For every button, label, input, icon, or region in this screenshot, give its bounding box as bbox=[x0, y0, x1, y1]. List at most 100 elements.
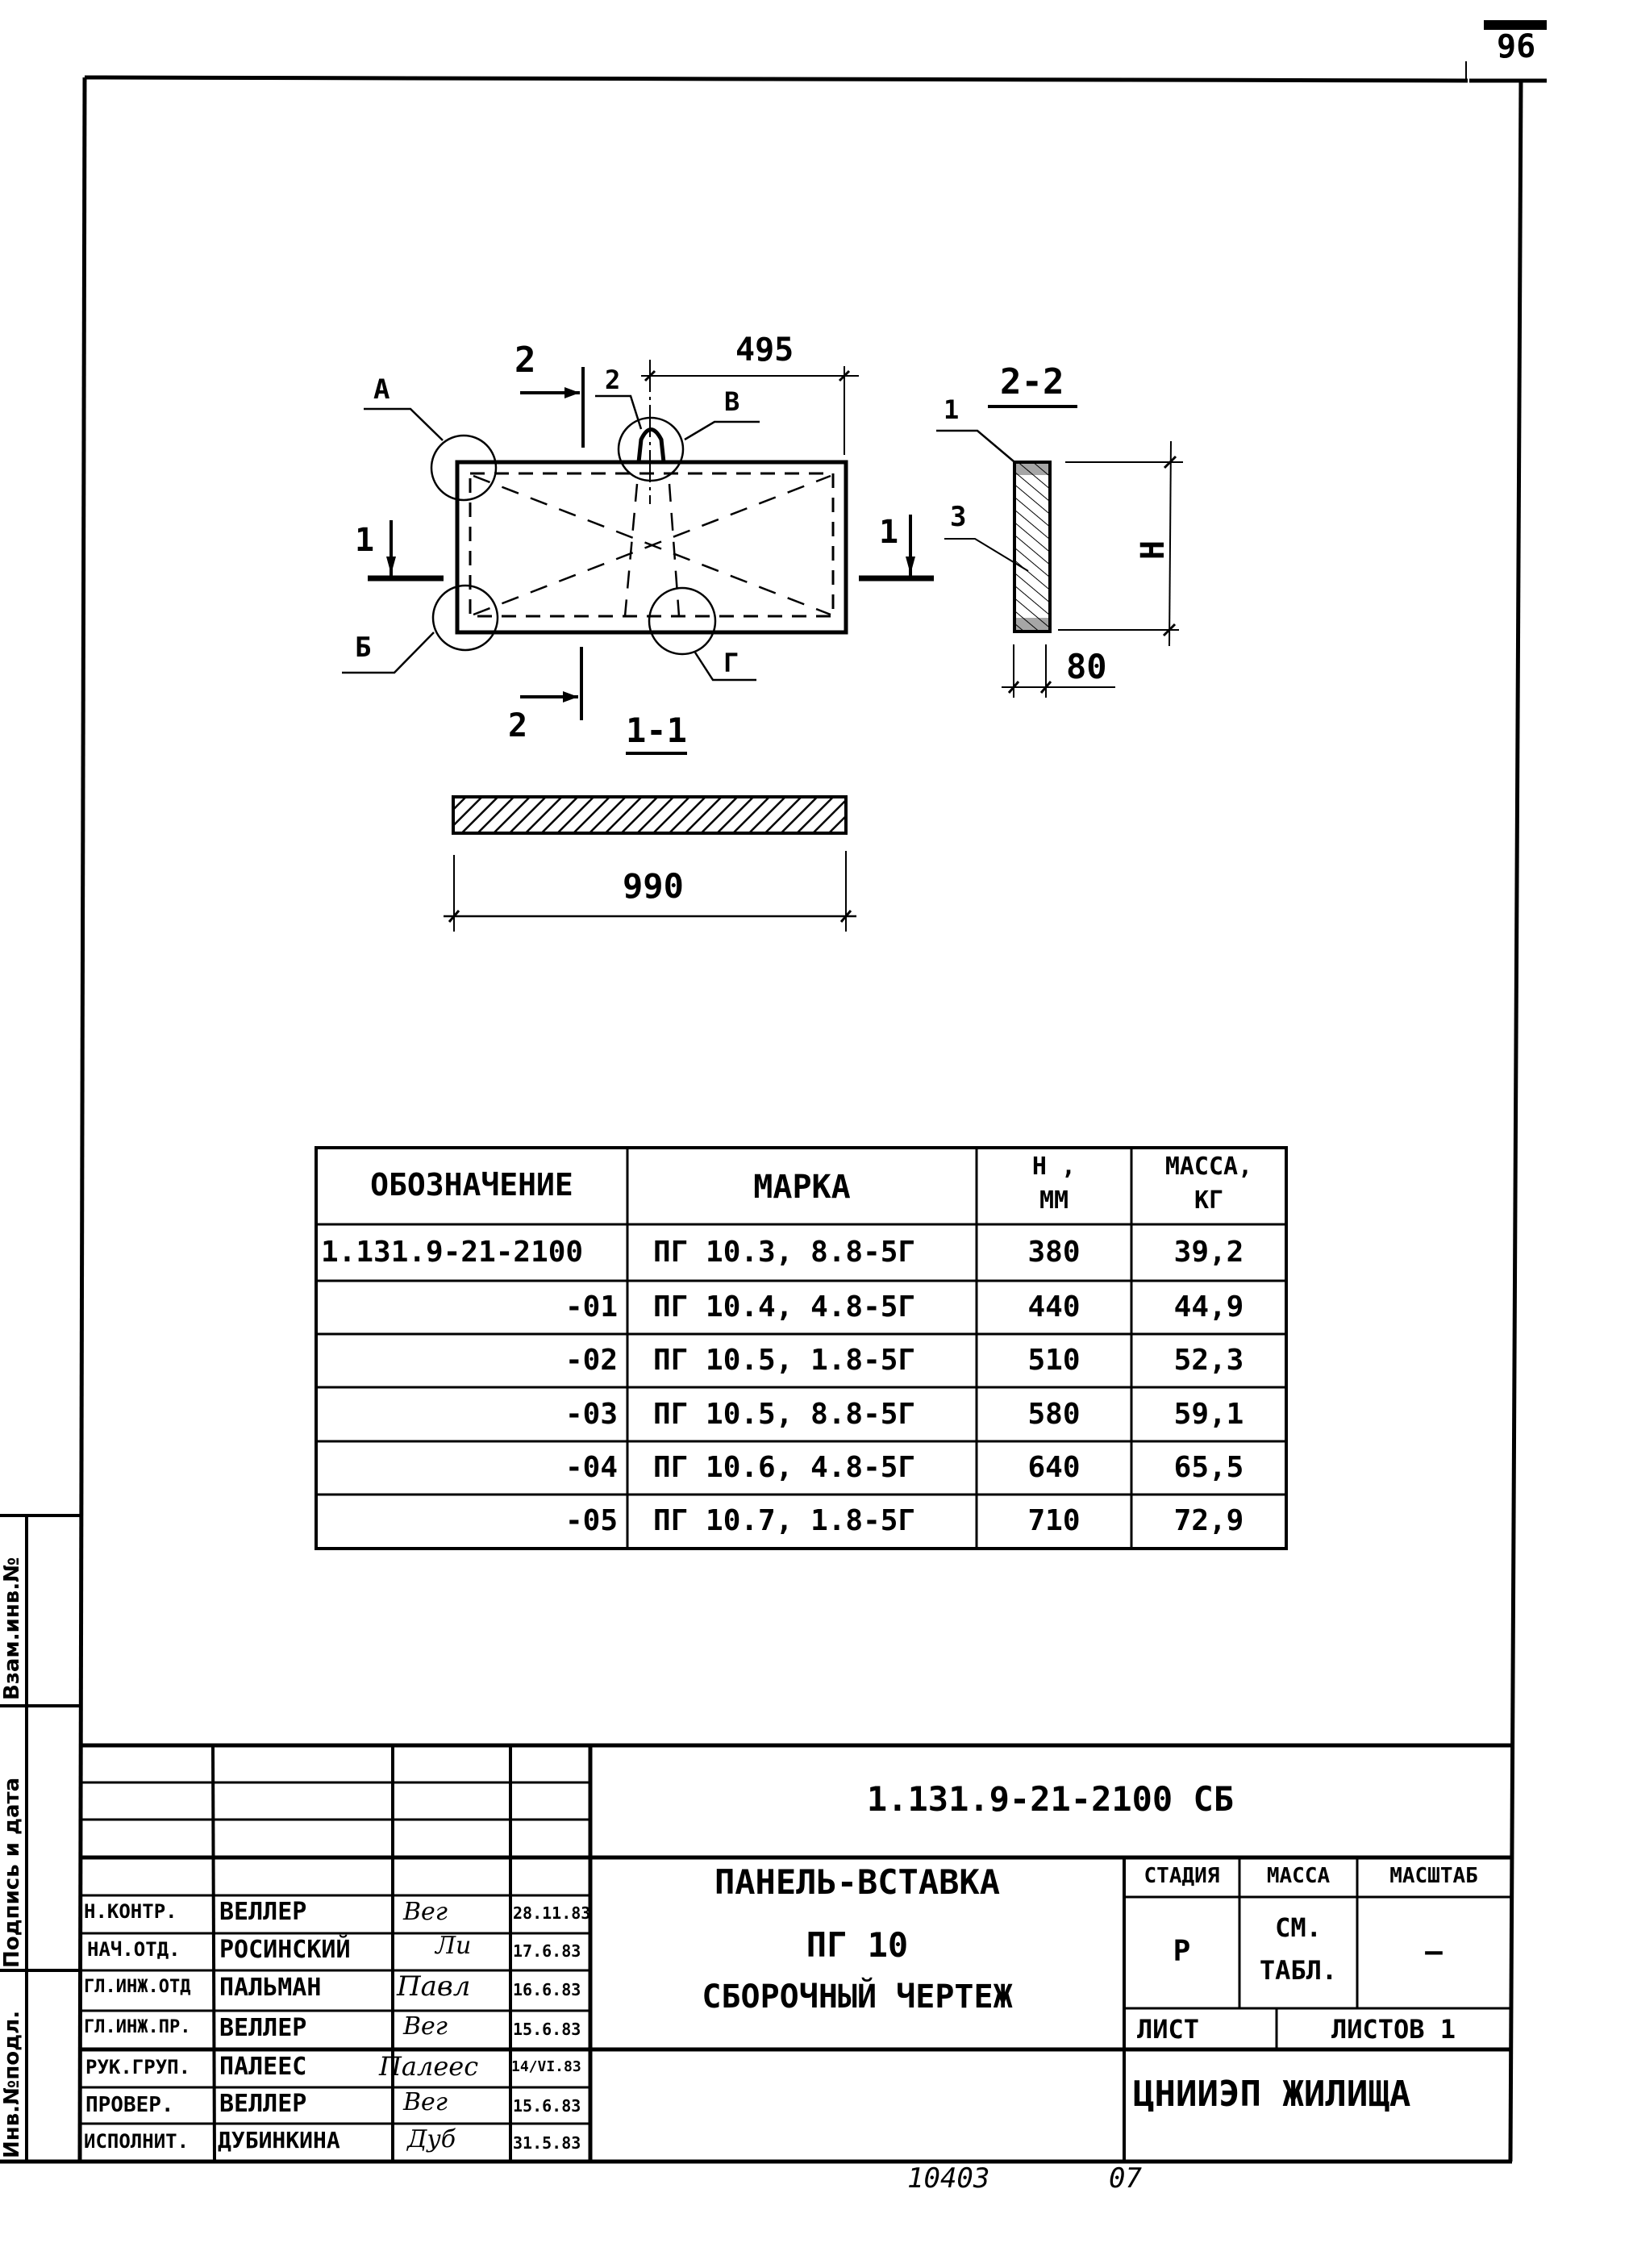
document-code: 1.131.9-21-2100 СБ bbox=[866, 1779, 1235, 1819]
title-line-1: Панель-вставка bbox=[714, 1862, 1000, 1902]
axis-mark-label: 2 bbox=[605, 365, 621, 395]
name: Пальман bbox=[219, 1974, 322, 2002]
date: 31.5.83 bbox=[513, 2133, 581, 2153]
header-h-line1: H , bbox=[1031, 1153, 1077, 1181]
signature: Вег bbox=[403, 1898, 448, 1926]
role: Исполнит. bbox=[84, 2130, 190, 2153]
stage-label: Стадия bbox=[1144, 1864, 1220, 1888]
spec-table-grid bbox=[315, 1146, 1288, 1550]
signature: Вег bbox=[403, 2088, 448, 2116]
title-line-3: Сборочный чертеж bbox=[702, 1978, 1013, 2016]
role: Провер. bbox=[85, 2093, 174, 2117]
mass-value-line1: См. bbox=[1275, 1912, 1322, 1943]
sheet-code: 07 bbox=[1109, 2162, 1142, 2195]
mass-cell: 44,9 bbox=[1173, 1290, 1244, 1324]
detail-callout-g: Г bbox=[723, 648, 739, 678]
section-1-1-view bbox=[444, 795, 856, 932]
cut-1-right-label: 1 bbox=[879, 514, 899, 551]
header-h-line2: мм bbox=[1039, 1186, 1069, 1215]
mass-cell: 52,3 bbox=[1173, 1344, 1244, 1377]
designation-cell: -02 bbox=[564, 1344, 618, 1377]
mark-cell: ПГ 10.3, 8.8-5Г bbox=[653, 1236, 916, 1269]
title-block-grid bbox=[81, 1743, 1512, 2162]
header-mark: Марка bbox=[753, 1169, 851, 1206]
date: 28.11.83 bbox=[513, 1903, 591, 1923]
signature: Вег bbox=[403, 2012, 448, 2041]
designation-cell: -05 bbox=[564, 1504, 618, 1537]
h-cell: 380 bbox=[1027, 1236, 1081, 1269]
h-cell: 580 bbox=[1027, 1398, 1081, 1431]
inv-no-original-label: Инв.№подл. bbox=[0, 2010, 24, 2158]
mark-cell: ПГ 10.5, 8.8-5Г bbox=[653, 1398, 916, 1431]
scale-label: Масштаб bbox=[1389, 1864, 1478, 1888]
h-cell: 440 bbox=[1027, 1290, 1081, 1324]
signature: Павл bbox=[397, 1970, 471, 2003]
mark-cell: ПГ 10.7, 1.8-5Г bbox=[653, 1504, 916, 1537]
date: 17.6.83 bbox=[513, 1941, 581, 1961]
h-cell: 640 bbox=[1027, 1451, 1081, 1484]
sheet-label: Лист bbox=[1137, 2014, 1200, 2045]
h-cell: 510 bbox=[1027, 1344, 1081, 1377]
dimension-495: 495 bbox=[735, 331, 794, 369]
stage-value: Р bbox=[1173, 1935, 1191, 1968]
position-mark-1: 1 bbox=[944, 394, 960, 425]
cut-2-top-label: 2 bbox=[514, 340, 536, 381]
dimension-990: 990 bbox=[623, 866, 684, 906]
dimension-h: H bbox=[1135, 540, 1172, 560]
designation-cell: -01 bbox=[564, 1290, 618, 1324]
panel-plan-view bbox=[342, 360, 934, 755]
role: Рук.груп. bbox=[85, 2056, 191, 2078]
mass-cell: 72,9 bbox=[1173, 1504, 1244, 1537]
section-1-1-title: 1-1 bbox=[626, 711, 687, 750]
designation-cell: 1.131.9-21-2100 bbox=[321, 1236, 584, 1269]
designation-cell: -03 bbox=[564, 1398, 618, 1431]
section-2-2-title: 2-2 bbox=[1000, 361, 1064, 402]
sheet-frame bbox=[0, 20, 1547, 2164]
signature: Дуб bbox=[407, 2125, 456, 2153]
role: Нач.отд. bbox=[87, 1938, 181, 1961]
position-mark-3: 3 bbox=[950, 501, 967, 533]
section-2-2-view bbox=[936, 405, 1183, 698]
mass-cell: 39,2 bbox=[1173, 1236, 1244, 1269]
cut-1-left-label: 1 bbox=[355, 522, 375, 559]
mass-cell: 65,5 bbox=[1173, 1451, 1244, 1484]
role: Гл.инж.пр. bbox=[84, 2017, 191, 2037]
scale-value: — bbox=[1425, 1935, 1443, 1968]
signature: Палеес bbox=[379, 2051, 479, 2082]
name: Дубинкина bbox=[218, 2127, 340, 2153]
dimension-80: 80 bbox=[1066, 647, 1107, 686]
mark-cell: ПГ 10.5, 1.8-5Г bbox=[653, 1344, 916, 1377]
cut-2-bottom-label: 2 bbox=[508, 707, 528, 744]
h-cell: 710 bbox=[1027, 1504, 1081, 1537]
header-mass-line2: кг bbox=[1194, 1186, 1224, 1215]
name: Веллер bbox=[219, 1898, 307, 1926]
header-mass-line1: Масса, bbox=[1164, 1153, 1253, 1181]
name: Веллер bbox=[219, 2090, 307, 2118]
margin-stamp-lines bbox=[0, 1514, 80, 2162]
signature-date-label: Подпись и дата bbox=[0, 1777, 24, 1968]
title-line-2: ПГ 10 bbox=[806, 1925, 909, 1965]
archive-number: 10403 bbox=[907, 2162, 990, 2195]
date: 15.6.83 bbox=[513, 2096, 581, 2116]
designation-cell: -04 bbox=[564, 1451, 618, 1484]
mass-label: Масса bbox=[1266, 1864, 1331, 1888]
date: 15.6.83 bbox=[513, 2020, 581, 2039]
name: Палеес bbox=[219, 2053, 307, 2081]
name: Росинский bbox=[219, 1936, 351, 1964]
date: 16.6.83 bbox=[513, 1980, 581, 1999]
detail-callout-a: А bbox=[373, 373, 390, 406]
detail-callout-v: В bbox=[724, 386, 740, 417]
detail-callout-b: Б bbox=[355, 632, 372, 664]
mass-value-line2: табл. bbox=[1259, 1955, 1338, 1986]
mass-cell: 59,1 bbox=[1173, 1398, 1244, 1431]
organization-name: ЦНИИЭП жилища bbox=[1133, 2074, 1411, 2115]
role: Н.контр. bbox=[84, 1900, 177, 1923]
signature: Ли bbox=[435, 1932, 472, 1960]
mark-cell: ПГ 10.4, 4.8-5Г bbox=[653, 1290, 916, 1324]
mark-cell: ПГ 10.6, 4.8-5Г bbox=[653, 1451, 916, 1484]
date: 14/VI.83 bbox=[511, 2058, 581, 2075]
name: Веллер bbox=[219, 2014, 307, 2042]
page-number: 96 bbox=[1497, 28, 1536, 65]
